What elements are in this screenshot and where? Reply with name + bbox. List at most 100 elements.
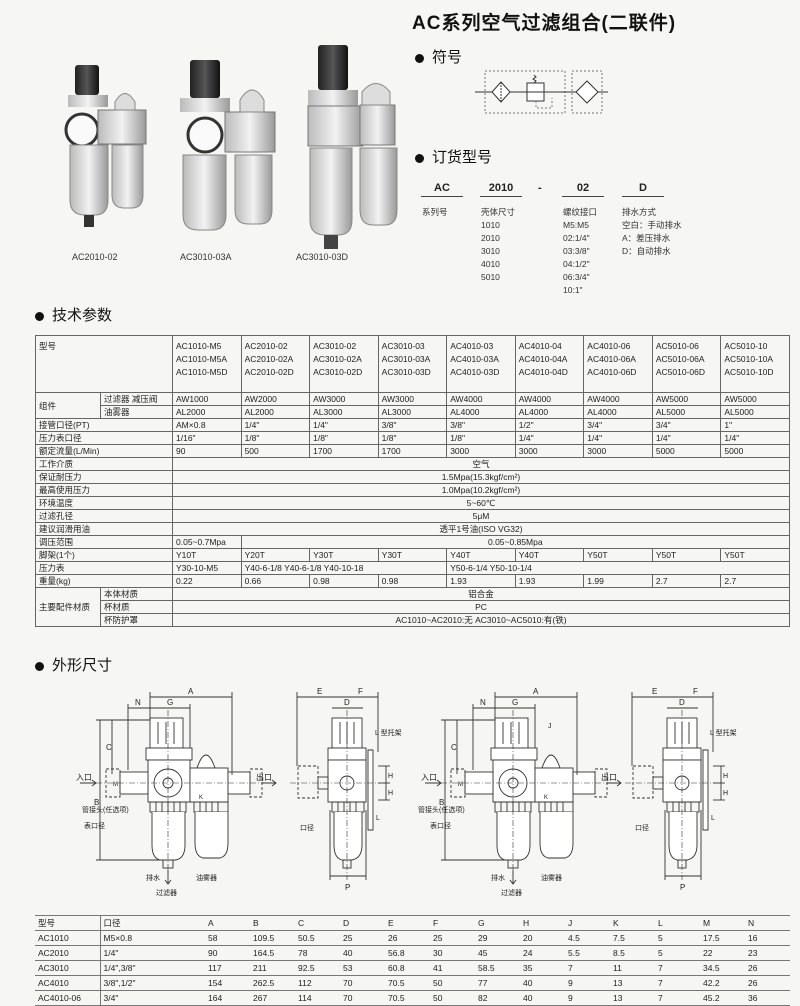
column-header: F xyxy=(430,915,475,931)
label-gauge-port: 表口径 xyxy=(84,821,105,830)
table-cell: AW4000 xyxy=(583,392,653,406)
table-cell: 50 xyxy=(430,990,475,1006)
section-heading-order: 订货型号 xyxy=(415,146,492,167)
dim-letter-p: P xyxy=(345,883,350,892)
column-header: 型号 xyxy=(35,915,101,931)
table-cell: 16 xyxy=(745,930,790,946)
order-code-dash: - xyxy=(538,182,542,194)
dim-letter-n: N xyxy=(480,698,486,707)
body-size-option: 2010 xyxy=(481,233,500,243)
column-header: C xyxy=(295,915,340,931)
model-name: AC3010-02 xyxy=(313,341,357,351)
table-cell: 1/16" xyxy=(172,431,242,445)
table-cell: 50 xyxy=(430,975,475,991)
column-header: N xyxy=(745,915,790,931)
table-cell: AW2000 xyxy=(240,392,311,406)
heading-text: 符号 xyxy=(432,49,463,66)
dim-letter-g: G xyxy=(512,698,518,707)
table-cell: AW3000 xyxy=(377,392,448,406)
dim-letter-c: C xyxy=(106,743,112,752)
table-cell: 17.5 xyxy=(700,930,745,946)
row-label: 建议润滑用油 xyxy=(34,522,174,536)
table-cell: 53 xyxy=(340,960,385,976)
label-inlet: 入口 xyxy=(421,773,437,782)
label-bracket: L 型托架 xyxy=(375,728,402,737)
table-row: 主要配件材质本体材质铝合金 xyxy=(35,587,790,627)
table-cell: AL4000 xyxy=(583,405,653,419)
column-header: H xyxy=(520,915,565,931)
label-outlet: 出口 xyxy=(256,772,272,782)
order-code-drain: D xyxy=(622,182,664,197)
model-name: AC1010-M5 xyxy=(176,341,222,351)
table-cell: 1.99 xyxy=(583,574,653,588)
table-cell: AL2000 xyxy=(172,405,242,419)
table-cell: 5 xyxy=(655,930,700,946)
drain-option: D：自动排水 xyxy=(622,246,671,256)
table-cell: 13 xyxy=(610,990,655,1006)
table-cell: 164.5 xyxy=(250,945,295,961)
table-cell: 267 xyxy=(250,990,295,1006)
table-cell: 3/4" xyxy=(651,418,722,432)
table-cell: Y40T xyxy=(514,548,585,562)
table-cell: 164 xyxy=(205,990,250,1006)
thread-option: 04:1/2" xyxy=(563,259,590,269)
table-cell: 0.05~0.7Mpa xyxy=(172,535,242,549)
table-cell: 1.5Mpa(15.3kgf/cm²) xyxy=(172,470,790,484)
label-bracket: L 型托架 xyxy=(710,728,737,737)
order-code-series: AC xyxy=(421,182,463,197)
table-cell: AL4000 xyxy=(446,405,516,419)
table-cell: 1/4",3/8" xyxy=(100,960,205,976)
dim-letter-m: M xyxy=(113,782,118,788)
row-label: 最高使用压力 xyxy=(34,483,174,497)
model-name: AC1010-M5D xyxy=(176,367,228,377)
table-cell: 25 xyxy=(340,930,385,946)
row-label: 压力表 xyxy=(34,561,174,575)
row-sublabel: 本体材质 xyxy=(99,587,174,601)
table-cell: 500 xyxy=(240,444,311,458)
column-header: D xyxy=(340,915,385,931)
row-label: 调压范围 xyxy=(34,535,174,549)
dim-letter-g: G xyxy=(167,698,173,707)
table-cell: 5 xyxy=(655,945,700,961)
row-label: 工作介质 xyxy=(34,457,174,471)
table-cell: Y30-10-M5 xyxy=(172,561,242,575)
row-sublabel: 杯防护罩 xyxy=(99,613,174,627)
model-name: AC4010-03D xyxy=(450,367,500,377)
body-size-option: 5010 xyxy=(481,272,500,282)
front-view-drawing-1 xyxy=(79,691,277,885)
table-cell: 26 xyxy=(745,975,790,991)
thread-option: 02:1/4" xyxy=(563,233,590,243)
table-cell: 0.98 xyxy=(377,574,448,588)
table-cell: AW3000 xyxy=(309,392,379,406)
label-lubricator: 油雾器 xyxy=(541,873,562,882)
table-cell: 112 xyxy=(295,975,340,991)
table-cell: 3/8",1/2" xyxy=(100,975,205,991)
dim-letter-e: E xyxy=(652,687,657,696)
table-cell: 26 xyxy=(745,960,790,976)
table-cell: 45 xyxy=(475,945,520,961)
table-cell: Y50T xyxy=(720,548,790,562)
table-cell: 13 xyxy=(610,975,655,991)
table-cell: 58.5 xyxy=(475,960,520,976)
row-label: 脚架(1个) xyxy=(34,548,174,562)
table-cell: 3000 xyxy=(514,444,585,458)
table-cell: 3/4" xyxy=(583,418,653,432)
table-cell: AC4010 xyxy=(35,975,101,991)
table-cell: 3/8" xyxy=(377,418,448,432)
table-cell: AL5000 xyxy=(651,405,722,419)
label-fitting: 管接头(任选项) xyxy=(82,805,129,814)
section-heading-tech: 技术参数 xyxy=(35,304,112,325)
table-cell: 34.5 xyxy=(700,960,745,976)
heading-text: 订货型号 xyxy=(432,149,493,166)
table-cell: AC2010 xyxy=(35,945,101,961)
